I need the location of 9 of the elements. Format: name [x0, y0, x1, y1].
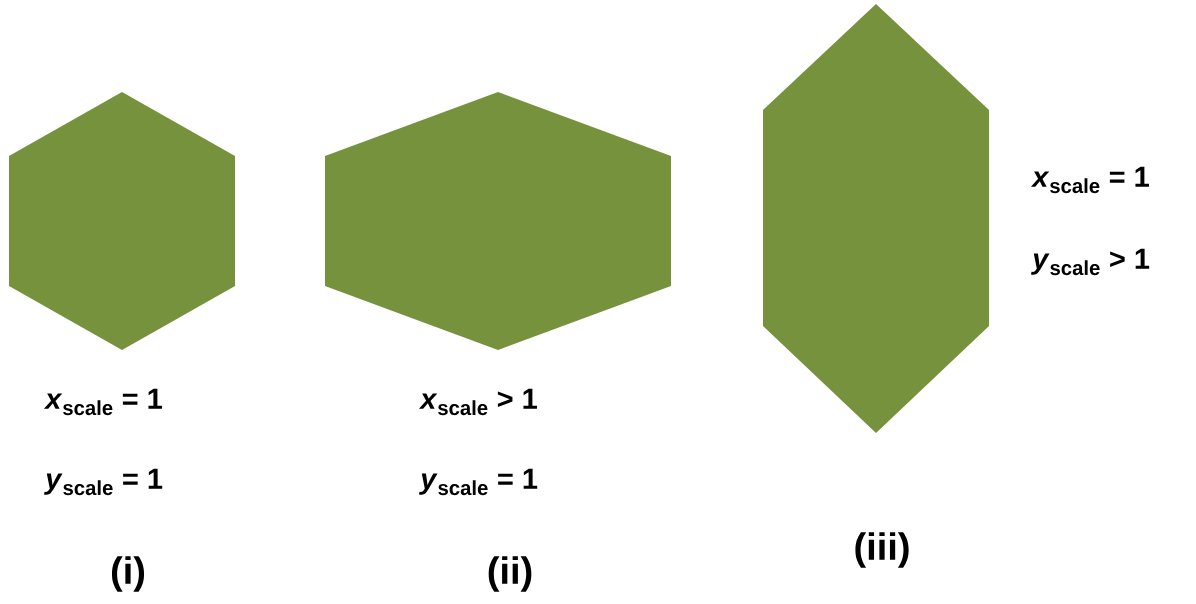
scale-label: y$_{scale}$ > 1 — [1031, 248, 1150, 276]
hexagon — [9, 92, 235, 350]
scale-label: y$_{scale}$ = 1 — [419, 468, 538, 496]
hexagon — [763, 4, 989, 433]
panel-label: (i) — [112, 556, 145, 592]
panel-label: (ii) — [488, 556, 532, 592]
panel-label: (iii) — [855, 532, 909, 568]
hexagon — [325, 92, 671, 350]
scale-label: y$_{scale}$ = 1 — [44, 468, 163, 496]
